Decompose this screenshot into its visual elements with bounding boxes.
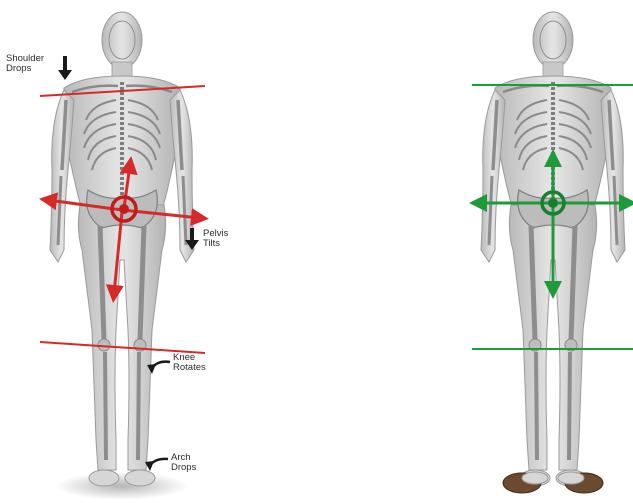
floor-shadow (56, 472, 188, 500)
annotation-shoulder-drops: Shoulder Drops (6, 54, 44, 74)
annotation-line: Tilts (203, 239, 228, 249)
body-silhouette (50, 12, 194, 486)
annotation-line: Drops (6, 64, 44, 74)
misaligned-figure (40, 12, 205, 500)
annotation-line: Rotates (173, 363, 206, 373)
aligned-figure (472, 12, 633, 493)
annotation-line: Drops (171, 463, 196, 473)
pelvis-target (478, 158, 628, 290)
curved-arrow-icon (145, 459, 168, 471)
arrow-down-icon (58, 56, 72, 80)
annotation-pelvis-tilts: Pelvis Tilts (203, 229, 228, 249)
annotation-arch-drops: Arch Drops (171, 453, 196, 473)
sandals (503, 472, 603, 493)
annotation-knee-rotates: Knee Rotates (173, 353, 206, 373)
